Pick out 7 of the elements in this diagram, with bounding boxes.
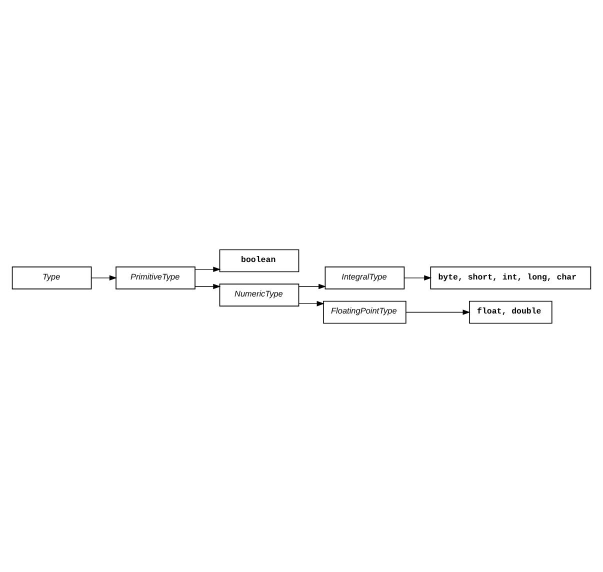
- arrow: [90, 274, 117, 280]
- arrow: [404, 274, 432, 280]
- arrow: [194, 283, 221, 289]
- arrow: [298, 283, 326, 289]
- arrow: [298, 300, 324, 306]
- arrow: [406, 309, 470, 314]
- arrow: [194, 266, 221, 272]
